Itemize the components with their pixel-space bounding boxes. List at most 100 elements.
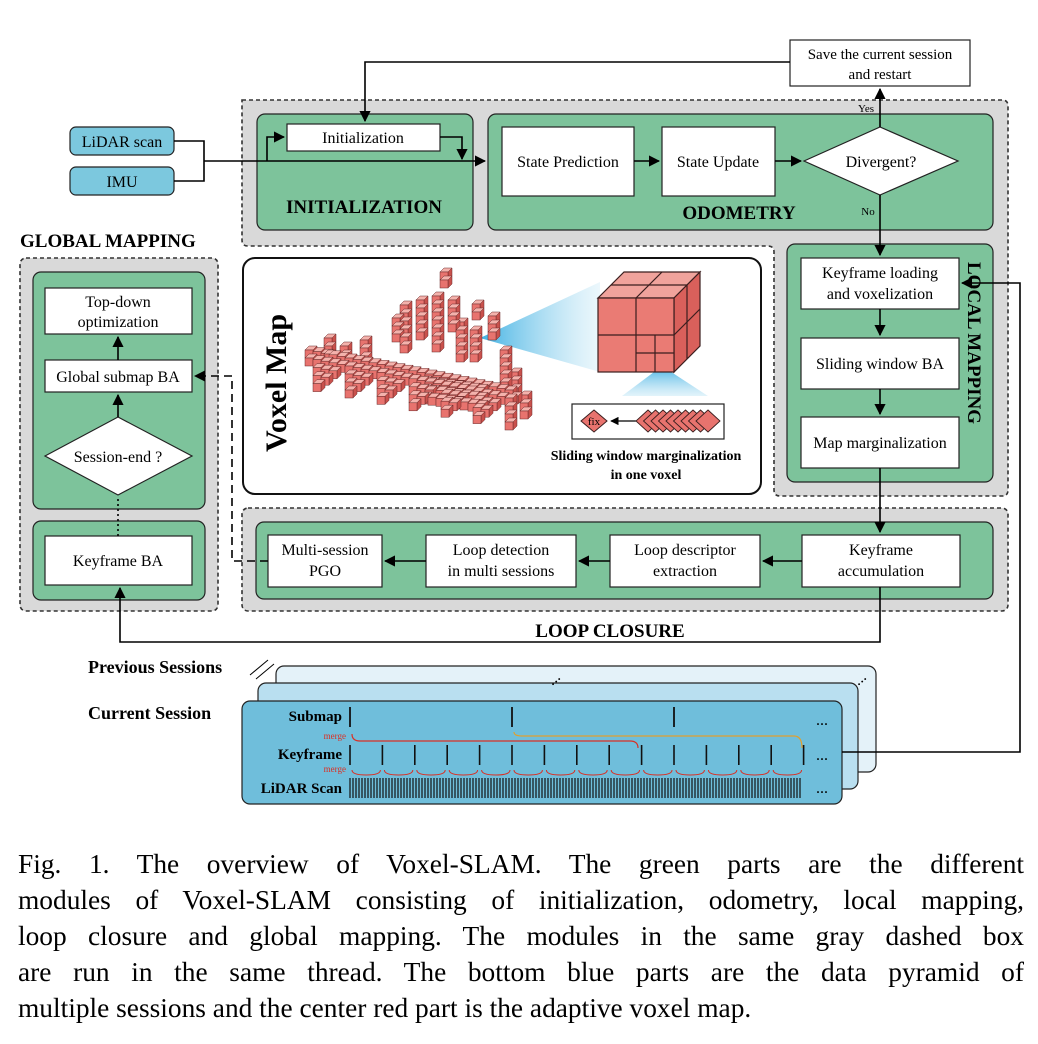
voxel-cube-cell [431, 339, 445, 353]
loop-detection-box [425, 534, 577, 588]
voxel-cube-cell [440, 404, 454, 418]
sliding-window-ba-label: Sliding window BA [816, 356, 944, 373]
merge-label-2: merge [324, 764, 346, 774]
save-to-init-arrow [359, 61, 790, 123]
yes-label: Yes [858, 103, 874, 115]
sliding-window-ba-box [800, 337, 960, 390]
loop-descriptor-line1: Loop descriptor [634, 542, 736, 559]
voxel-caption-line2: in one voxel [611, 468, 682, 483]
caption-line: are run in the same thread. The bottom b… [18, 957, 1024, 987]
lidar-scan-input-label: LiDAR scan [82, 134, 162, 151]
merge-brace [383, 769, 414, 776]
voxel-cube-cell [408, 398, 422, 412]
no-label: No [861, 206, 875, 218]
caption-line: multiple sessions and the center red par… [18, 993, 752, 1023]
local-mapping-title: LOCAL MAPPING [963, 262, 984, 424]
init-in-arrow [266, 131, 286, 161]
voxel-cube-cell [312, 378, 326, 393]
state-update-box [661, 126, 776, 197]
multi-session-pgo-box [267, 534, 383, 588]
session-ticks [349, 707, 805, 798]
merge-label-1: merge [324, 731, 346, 741]
session-end-label: Session-end ? [74, 449, 162, 466]
caption-line: Fig. 1. The overview of Voxel-SLAM. The … [18, 849, 1024, 879]
merge-brace [610, 769, 641, 776]
voxel-cube-cell [504, 417, 518, 431]
voxel-cube-cell [471, 307, 485, 321]
voxel-cube-cell [469, 349, 483, 363]
previous-sessions-pointer [249, 659, 275, 680]
merge-brace [643, 769, 673, 776]
keyframe-ba-label: Keyframe BA [73, 553, 164, 570]
keyframe-loading-line1: Keyframe loading [822, 265, 938, 282]
voxel-zoom-beam [480, 282, 600, 372]
merge-brace [707, 769, 738, 776]
merge-brace [513, 769, 543, 776]
state-prediction-box [501, 126, 635, 197]
loop-closure-title: LOOP CLOSURE [535, 621, 684, 642]
keyframe-accumulation-line1: Keyframe [849, 542, 913, 559]
multi-session-pgo-line2: PGO [309, 563, 341, 580]
figure-caption: Fig. 1. The overview of Voxel-SLAM. The … [18, 846, 1024, 1026]
voxel-cube-cell [344, 385, 358, 399]
divergent-label: Divergent? [846, 154, 917, 171]
lidar-ellipsis: ... [816, 780, 828, 797]
merge-brace [545, 769, 576, 776]
caption-line: loop closure and global mapping. The mod… [18, 921, 1024, 951]
pgo-to-global-ba-dashed-arrow [193, 370, 268, 562]
lidar-scan-row-label: LiDAR Scan [261, 781, 343, 797]
voxel-cube-cell [472, 410, 486, 425]
voxel-caption-line1: Sliding window marginalization [551, 449, 742, 464]
session-to-keyframe-loading-arrow [842, 277, 1021, 753]
loop-descriptor-line2: extraction [653, 563, 717, 580]
merge-brace [351, 769, 381, 776]
merge-brace [675, 769, 705, 776]
merge-brace [448, 769, 479, 776]
loop-descriptor-box [609, 534, 761, 588]
submap-row-label: Submap [289, 709, 342, 725]
top-down-optimization-box [44, 287, 193, 335]
voxel-cube-cell [455, 349, 469, 363]
initialization-title: INITIALIZATION [286, 197, 442, 218]
caption-line: modules of Voxel-SLAM consisting of init… [18, 885, 1024, 915]
keyframe-loading-line2: and voxelization [827, 286, 933, 303]
merge-brace [416, 769, 446, 776]
global-submap-ba-label: Global submap BA [56, 369, 180, 386]
voxel-cube-cell [376, 391, 390, 406]
lidar-input-line [174, 140, 205, 182]
session-end-decision [43, 416, 194, 496]
keyframe-accumulation-box [801, 534, 961, 588]
window-diamonds [635, 409, 721, 433]
voxel-cube-cell [519, 406, 533, 420]
global-mapping-title: GLOBAL MAPPING [20, 231, 196, 252]
keyframe-row-label: Keyframe [278, 747, 342, 763]
initialization-box [286, 123, 441, 152]
multi-session-pgo-line1: Multi-session [281, 542, 368, 559]
keyframe-accumulation-line2: accumulation [838, 563, 924, 580]
fix-label: fix [588, 416, 601, 428]
map-marginalization-box [800, 416, 960, 469]
merge-brace [772, 769, 803, 776]
voxel-cube [596, 270, 702, 374]
voxel-cube-cell [439, 275, 453, 289]
voxel-cube-cell [415, 327, 429, 341]
save-restart-line1: Save the current session [808, 47, 953, 63]
submap-merge-bracket-2 [513, 731, 803, 749]
accum-to-keyframe-ba-arrow [114, 586, 881, 643]
loop-detection-line1: Loop detection [453, 542, 549, 559]
voxel-point-cloud [304, 267, 533, 431]
current-session-label: Current Session [88, 703, 211, 723]
voxel-map-title: Voxel Map [260, 314, 293, 452]
top-down-line2: optimization [78, 314, 159, 331]
previous-sessions-label: Previous Sessions [88, 657, 222, 677]
save-restart-box [789, 39, 971, 87]
save-restart-line2: and restart [849, 67, 913, 83]
odometry-title: ODOMETRY [682, 203, 796, 224]
initialization-box-label: Initialization [322, 130, 404, 147]
window-voxel-diamond [695, 409, 721, 433]
state-prediction-label: State Prediction [517, 154, 619, 171]
keyframe-ba-box [44, 535, 193, 586]
loop-detection-line2: in multi sessions [448, 563, 555, 580]
top-down-line1: Top-down [85, 294, 151, 311]
divergent-decision [802, 126, 960, 196]
